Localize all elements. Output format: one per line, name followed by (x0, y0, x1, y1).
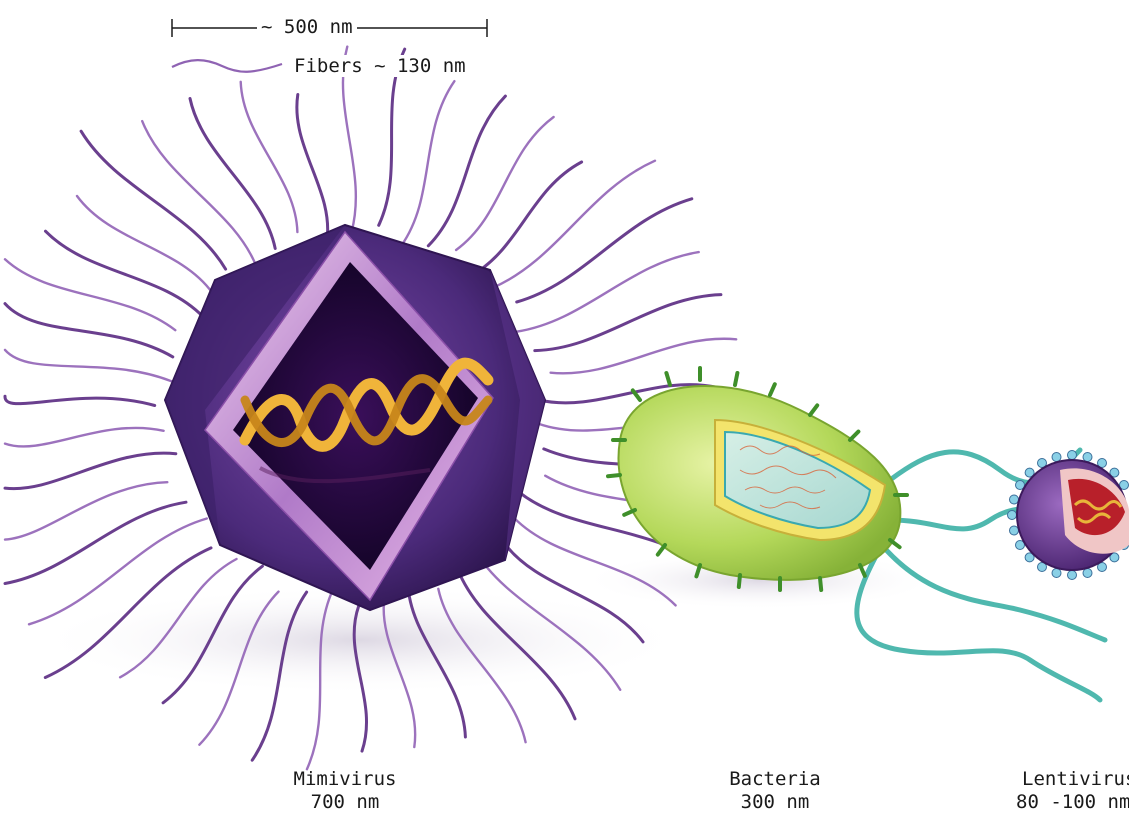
organism-name: Lentivirus (990, 768, 1129, 791)
organism-size: 300 nm (710, 791, 840, 814)
envelope-spike (1052, 569, 1061, 578)
fiber-sample (172, 60, 282, 72)
fiber (456, 117, 553, 250)
envelope-spike (1008, 511, 1017, 520)
organism-size: 80 -100 nm (990, 791, 1129, 814)
fiber (77, 196, 212, 293)
pilus (658, 545, 665, 555)
fiber (142, 121, 257, 267)
fiber (5, 428, 164, 447)
organism-name: Mimivirus (270, 768, 420, 791)
envelope-spike (1083, 569, 1092, 578)
organism-size: 700 nm (270, 791, 420, 814)
envelope-spike (1052, 453, 1061, 462)
bacteria-label: Bacteria 300 nm (710, 768, 840, 814)
envelope-spike (1068, 571, 1077, 580)
scale-bar-label: ~ 500 nm (257, 16, 357, 38)
pilus (608, 475, 620, 476)
fiber (5, 350, 174, 383)
organism-name: Bacteria (710, 768, 840, 791)
lentivirus-label: Lentivirus 80 -100 nm (990, 768, 1129, 814)
fiber (190, 99, 275, 249)
fiber (297, 95, 328, 243)
envelope-spike (1010, 526, 1019, 535)
fiber-scale-label: Fibers ~ 130 nm (290, 55, 470, 77)
fiber (5, 482, 167, 539)
mimivirus-label: Mimivirus 700 nm (270, 768, 420, 814)
fiber (5, 502, 186, 583)
pilus (735, 373, 737, 385)
fiber (5, 304, 173, 357)
pilus (739, 575, 740, 587)
envelope-spike (1068, 451, 1077, 460)
pilus (820, 578, 821, 590)
pilus (770, 384, 775, 395)
lentivirus-particle (1008, 451, 1129, 580)
pilus (850, 432, 858, 440)
fiber (517, 199, 692, 302)
fiber (46, 231, 204, 317)
fiber (241, 82, 298, 232)
fiber (493, 161, 655, 288)
pilus (810, 405, 817, 415)
fiber (428, 96, 505, 246)
fiber (5, 396, 155, 405)
pilus (666, 373, 670, 385)
envelope-spike (1010, 495, 1019, 504)
envelope-spike (1083, 453, 1092, 462)
